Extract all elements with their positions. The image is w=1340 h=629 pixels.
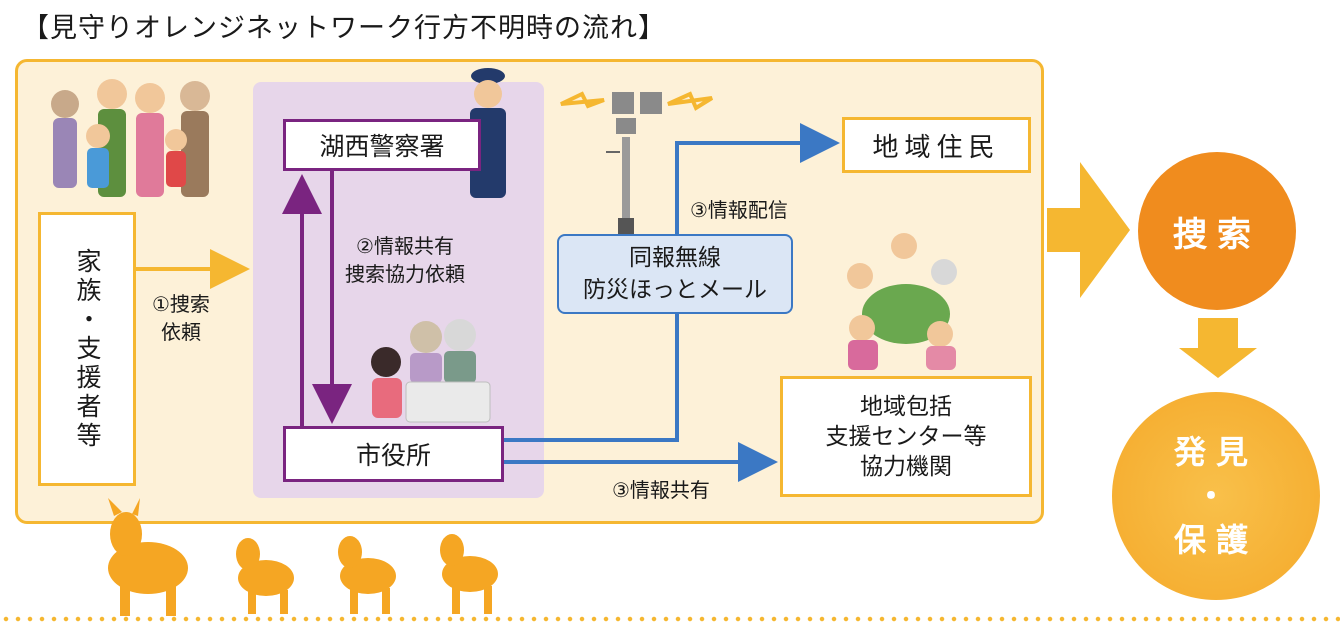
found-label-line3: 保護 — [1173, 521, 1258, 559]
share-police-label: ②情報共有 捜索協力依頼 — [345, 232, 465, 288]
city-hall-label: 市役所 — [355, 441, 431, 470]
radio-label-line1: 同報無線 — [629, 245, 721, 271]
found-protect-circle: 発見 ・ 保護 — [1112, 392, 1320, 600]
family-supporters-box: 家族・支援者等 — [38, 212, 136, 486]
arrow-city-to-radio — [504, 314, 679, 442]
city-hall-box: 市役所 — [283, 426, 504, 482]
found-label-line1: 発見 — [1173, 433, 1258, 471]
share-police-label-line2: 捜索協力依頼 — [345, 262, 465, 286]
arrow-radio-to-residents — [675, 123, 840, 234]
share-center-label: ③情報共有 — [612, 478, 710, 502]
search-circle: 捜索 — [1138, 152, 1296, 310]
center-label-line1: 地域包括 — [860, 393, 952, 420]
broadcast-label: ③情報配信 — [690, 198, 788, 222]
police-officer-illustration — [470, 68, 506, 198]
disaster-radio-box: 同報無線 防災ほっとメール — [557, 234, 793, 314]
meeting-illustration — [847, 233, 957, 370]
request-label: ①捜索 依頼 — [152, 290, 210, 346]
support-center-box: 地域包括 支援センター等 協力機関 — [780, 376, 1032, 497]
arrow-to-search — [1047, 162, 1130, 298]
center-label-line3: 協力機関 — [860, 453, 952, 480]
search-label: 捜索 — [1173, 214, 1261, 255]
found-label-line2: ・ — [1194, 477, 1237, 515]
center-label-line2: 支援センター等 — [825, 423, 987, 450]
local-residents-label: 地域住民 — [872, 132, 1001, 163]
arrow-search-to-found — [1179, 318, 1257, 378]
city-hall-counter-illustration — [371, 319, 491, 423]
radio-label-line2: 防災ほっとメール — [583, 277, 767, 303]
police-station-label: 湖西警察署 — [319, 132, 445, 161]
share-police-label-line1: ②情報共有 — [356, 234, 454, 258]
family-illustration — [51, 79, 210, 197]
request-label-line1: ①捜索 — [152, 292, 210, 316]
dotted-divider — [0, 616, 1340, 622]
police-station-box: 湖西警察署 — [283, 119, 481, 171]
request-label-line2: 依頼 — [160, 320, 201, 344]
donkey-mascots — [108, 498, 498, 616]
local-residents-box: 地域住民 — [842, 117, 1031, 173]
diagram-title: 【見守りオレンジネットワーク行方不明時の流れ】 — [22, 13, 666, 44]
family-supporters-label: 家族・支援者等 — [73, 247, 102, 451]
